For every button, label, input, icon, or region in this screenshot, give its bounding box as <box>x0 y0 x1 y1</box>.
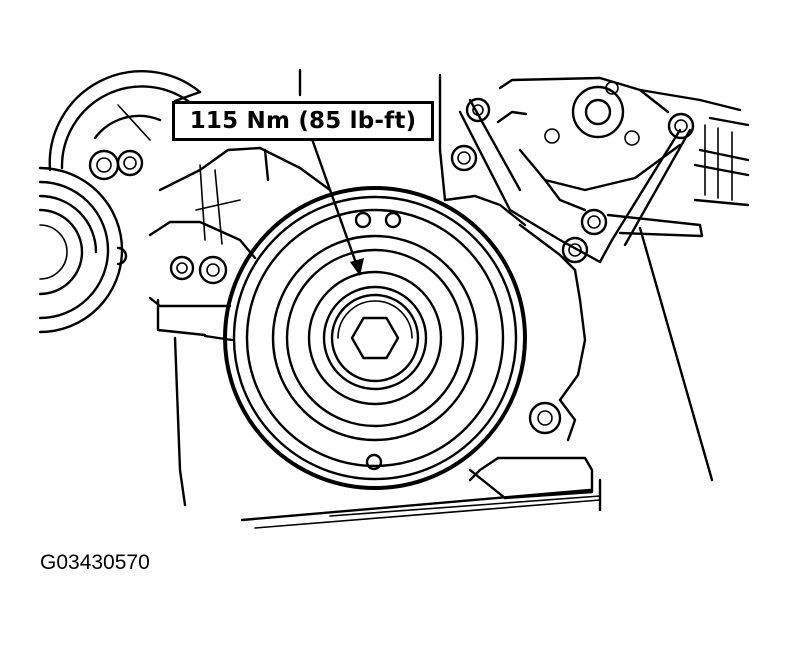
torque-spec-label: 115 Nm (85 lb-ft) <box>189 108 417 134</box>
callout-leader-arrow <box>310 137 364 276</box>
bolt-upper-left-2 <box>116 149 144 177</box>
bolt-lower-right <box>528 401 562 435</box>
pulley-hole-3 <box>365 453 383 471</box>
crankshaft-bolt-hex-icon <box>350 316 400 360</box>
crankshaft-pulley <box>223 186 527 490</box>
bolt-upper-mid-1 <box>465 97 491 123</box>
bolt-right-2 <box>561 236 589 264</box>
idler-pulley-upper-left <box>48 70 202 172</box>
bolt-right-1 <box>580 208 608 236</box>
pulley-outer-rim <box>223 186 527 490</box>
figure-id-label: G03430570 <box>40 551 150 574</box>
bolt-upper-mid-2 <box>450 144 478 172</box>
pulley-hole-1 <box>354 211 372 229</box>
bolt-heads <box>88 97 695 435</box>
pulley-hole-2 <box>384 211 402 229</box>
bolt-left-1 <box>169 255 195 281</box>
bolt-upper-left-1 <box>88 149 120 181</box>
left-pulley-stack <box>38 166 128 334</box>
bolt-left-2 <box>198 255 228 285</box>
torque-spec-callout: 115 Nm (85 lb-ft) <box>172 101 434 141</box>
bolt-upper-right <box>667 112 695 140</box>
timing-cover-outline <box>148 68 602 529</box>
water-pump-bracket <box>458 76 750 482</box>
